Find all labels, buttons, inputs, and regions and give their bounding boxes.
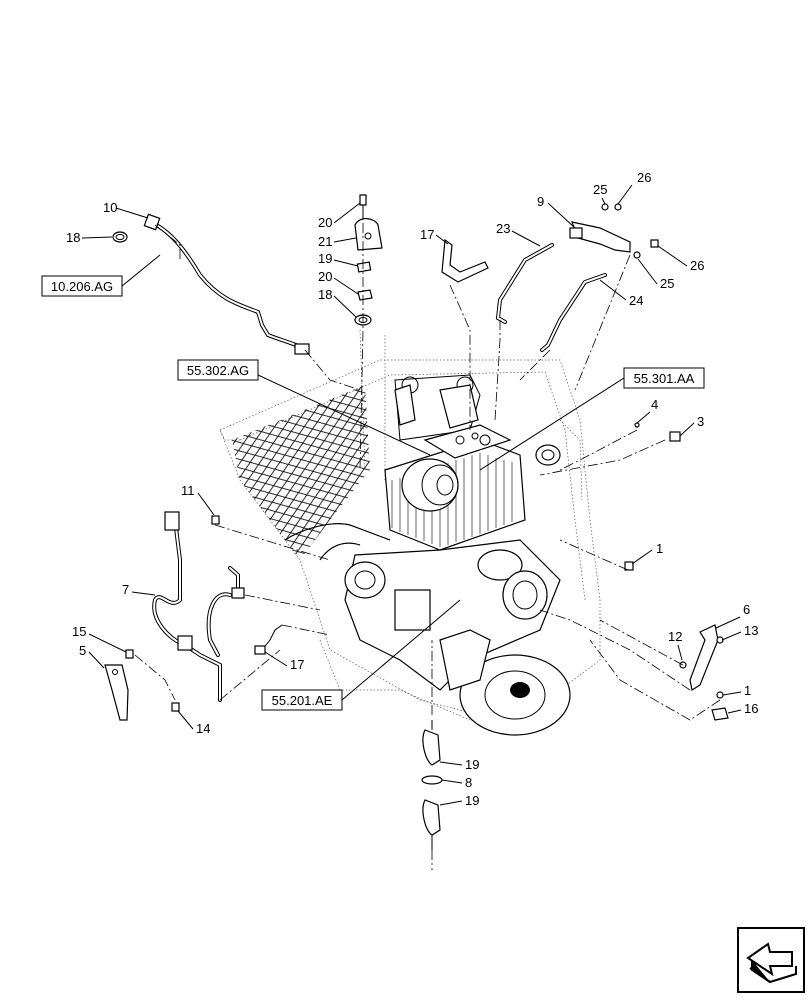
svg-text:12: 12: [668, 629, 682, 644]
svg-text:10: 10: [103, 200, 117, 215]
part-5: [679, 624, 729, 721]
svg-text:20: 20: [318, 269, 332, 284]
callout-22: 20: [318, 202, 361, 230]
reference-box-10-206-ag[interactable]: 10.206.AG: [41, 254, 161, 297]
svg-text:26: 26: [690, 258, 704, 273]
svg-text:9: 9: [537, 194, 544, 209]
callout-7: 9: [537, 194, 576, 229]
ring-18-upper: [112, 231, 128, 243]
svg-text:18: 18: [318, 287, 332, 302]
callout-15: 17: [264, 651, 304, 672]
callout-25-lower: 25: [637, 258, 674, 291]
callout-26-lower: 26: [657, 245, 704, 273]
svg-text:4: 4: [651, 397, 658, 412]
part-10: [211, 515, 220, 525]
svg-text:8: 8: [465, 775, 472, 790]
svg-text:7: 7: [122, 582, 129, 597]
part-1-2-3: [624, 422, 681, 571]
reference-label: 10.206.AG: [51, 279, 113, 294]
callout-20: 19: [318, 251, 359, 267]
grille-mesh: [232, 385, 370, 560]
svg-text:17: 17: [290, 657, 304, 672]
svg-text:24: 24: [629, 293, 643, 308]
reference-label: 55.201.AE: [272, 693, 333, 708]
callout-25-upper: 25: [593, 182, 607, 205]
svg-text:20: 20: [318, 215, 332, 230]
svg-text:1: 1: [656, 541, 663, 556]
callout-5: 6: [715, 602, 750, 629]
reference-box-55-301-aa[interactable]: 55.301.AA: [479, 367, 705, 471]
callout-10: 11: [181, 483, 215, 516]
callout-19-upper: 19: [439, 757, 479, 772]
callout-2: 3: [679, 414, 704, 437]
svg-text:13: 13: [744, 623, 758, 638]
svg-text:26: 26: [637, 170, 651, 185]
svg-text:19: 19: [318, 251, 332, 266]
svg-text:23: 23: [496, 221, 510, 236]
svg-text:5: 5: [79, 643, 86, 658]
svg-text:19: 19: [465, 757, 479, 772]
svg-text:25: 25: [593, 182, 607, 197]
callout-11: 12: [668, 629, 683, 661]
engine-assembly: [284, 374, 571, 736]
callout-17: 17: [420, 227, 449, 245]
callout-24-upper: 23: [496, 221, 541, 247]
svg-text:15: 15: [72, 624, 86, 639]
callout-1-lower: 1: [722, 683, 751, 698]
svg-text:6: 6: [743, 602, 750, 617]
svg-text:3: 3: [697, 414, 704, 429]
callout-18-mid: 18: [318, 287, 357, 318]
svg-text:17: 17: [420, 227, 434, 242]
strap-17: [441, 238, 489, 283]
reference-box-55-201-ae[interactable]: 55.201.AE: [261, 599, 461, 711]
callout-16: 16: [727, 701, 758, 716]
callouts: 10 18 20 21 19 20 18 17: [66, 170, 758, 808]
callout-23: 21: [318, 234, 357, 249]
svg-text:14: 14: [196, 721, 210, 736]
part-15: [254, 624, 283, 655]
rods-24: [495, 243, 607, 352]
bracket-7: [569, 221, 631, 253]
svg-text:11: 11: [181, 483, 195, 498]
callout-21: 20: [318, 269, 359, 295]
svg-text:25: 25: [660, 276, 674, 291]
small-hardware: [601, 203, 659, 259]
svg-text:1: 1: [744, 683, 751, 698]
part-4: [104, 649, 180, 721]
callout-1-upper: 1: [631, 541, 663, 565]
callout-24-lower: 24: [599, 279, 643, 308]
reference-label: 55.302.AG: [187, 363, 249, 378]
callout-12: 13: [721, 623, 758, 641]
callout-4: 5: [79, 643, 105, 669]
callout-6: 7: [122, 582, 156, 597]
svg-text:16: 16: [744, 701, 758, 716]
callout-19-lower: 19: [439, 793, 479, 808]
callout-13: 14: [177, 710, 210, 736]
stack-parts: [354, 194, 383, 326]
reference-box-55-302-ag[interactable]: 55.302.AG: [177, 359, 431, 456]
callout-18-upper: 18: [66, 230, 113, 245]
reference-label: 55.301.AA: [634, 371, 695, 386]
callout-3: 4: [636, 397, 658, 424]
svg-text:21: 21: [318, 234, 332, 249]
next-page-arrow-icon[interactable]: [737, 927, 805, 993]
harness-9: [143, 213, 310, 355]
callout-26-upper: 26: [617, 170, 651, 205]
callout-14: 15: [72, 624, 127, 653]
svg-text:19: 19: [465, 793, 479, 808]
callout-8: 8: [441, 775, 472, 790]
callout-9: 10: [103, 200, 149, 219]
harness-6: [152, 511, 245, 702]
hose-clamp-19-8: [421, 720, 443, 850]
svg-text:18: 18: [66, 230, 80, 245]
